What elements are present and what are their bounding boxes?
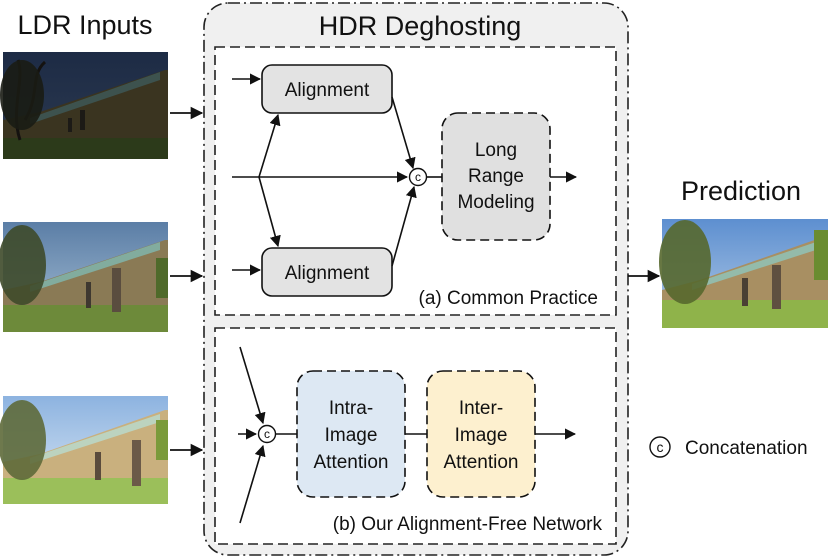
concat-node-a-symbol: c [415, 170, 421, 184]
prediction-title: Prediction [681, 176, 801, 206]
alignment-free-caption: (b) Our Alignment-Free Network [333, 514, 603, 535]
ldr-input-image-3 [0, 396, 168, 504]
ldr-inputs-title: LDR Inputs [17, 10, 152, 40]
arrow-a-top-to-concat [391, 96, 416, 170]
ldr-input-image-2 [0, 222, 168, 332]
alignment-free-panel [214, 327, 617, 545]
long-range-line-3: Modeling [457, 192, 534, 213]
long-range-line-2: Range [468, 166, 524, 187]
prediction-image [659, 219, 828, 328]
concat-node-a [408, 167, 428, 187]
arrow-b-top-in [239, 346, 266, 425]
alignment-module-top-label: Alignment [285, 80, 370, 101]
arrow-a-bottom-to-concat [391, 185, 417, 267]
arrow-a-branch-up [258, 113, 281, 178]
inter-line-1: Inter- [459, 398, 503, 419]
alignment-module-bottom [261, 247, 393, 297]
legend-concat-label: Concatenation [685, 438, 808, 459]
alignment-module-bottom-label: Alignment [285, 263, 370, 284]
legend-concat-symbol [649, 436, 671, 458]
arrow-a-branch-down [258, 176, 281, 248]
legend-concat-symbol-text: c [657, 439, 664, 455]
concat-node-b [257, 424, 277, 444]
arrow-b-bottom-in [239, 444, 266, 524]
concat-node-b-symbol: c [264, 427, 270, 441]
common-practice-caption: (a) Common Practice [419, 288, 599, 309]
ldr-input-image-1 [0, 52, 168, 159]
intra-line-2: Image [325, 425, 378, 446]
intra-line-3: Attention [314, 452, 389, 473]
alignment-module-top [261, 64, 393, 114]
inter-line-2: Image [455, 425, 508, 446]
intra-line-1: Intra- [329, 398, 373, 419]
hdr-deghosting-title: HDR Deghosting [319, 11, 522, 41]
long-range-line-1: Long [475, 140, 517, 161]
inter-line-3: Attention [444, 452, 519, 473]
